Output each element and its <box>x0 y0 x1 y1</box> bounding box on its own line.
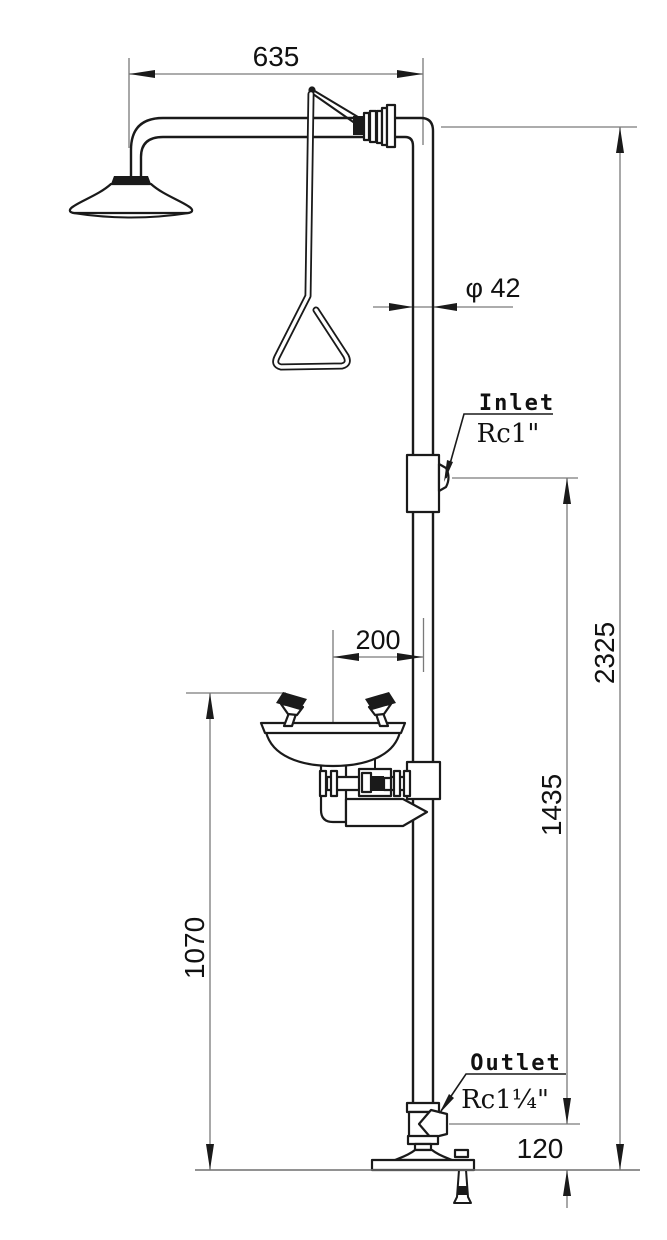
shower-head <box>68 176 194 219</box>
eyewash-bowl <box>264 730 402 768</box>
eyewash-bowl-rim <box>259 721 407 735</box>
shower-head-cap <box>111 176 151 184</box>
valve-flange <box>385 103 397 149</box>
dim-bowl-offset-200: 200 <box>332 618 425 766</box>
standpipe-and-arm <box>129 116 435 1106</box>
dim-outlet-ground-120: 120 <box>517 1133 571 1208</box>
anchor-bolt-head <box>453 1148 470 1159</box>
pipe-tee <box>405 760 442 801</box>
pipe-inner-edge <box>139 135 415 1106</box>
dim-635-text: 635 <box>253 41 300 72</box>
dim-overall-height-2325: 2325 <box>441 126 637 1170</box>
valve-lever-arm <box>312 89 364 121</box>
dim-pipe-diameter-42: φ 42 <box>373 273 521 311</box>
spray-head-cap-right <box>365 692 396 710</box>
dim-120-text: 120 <box>517 1133 564 1164</box>
pipe-union <box>329 769 339 798</box>
pipe-union <box>318 769 328 798</box>
anchor-bolt-shaft <box>453 1169 472 1204</box>
inlet-callout: Inlet Rc1" <box>444 391 555 482</box>
inlet-fitting <box>405 453 450 514</box>
eyewash-outlet-duct <box>344 797 429 828</box>
dim-1435-text: 1435 <box>536 774 567 836</box>
base-flare <box>393 1148 454 1162</box>
eyewash-assembly <box>259 692 442 828</box>
valve-ring <box>362 111 371 142</box>
eyewash-valve-detail <box>382 776 393 792</box>
pipe-union <box>402 769 412 798</box>
eyewash-valve-core <box>371 776 384 791</box>
anchor-bolt-band <box>458 1186 467 1195</box>
arm-valve <box>308 86 397 149</box>
pipe-outer-edge <box>129 116 435 1106</box>
outlet-lower-band <box>406 1134 440 1146</box>
shower-head-rim <box>72 212 190 219</box>
dim-2325-text: 2325 <box>589 622 620 684</box>
inlet-label: Inlet <box>479 391 555 416</box>
outlet-callout: Outlet Rc1¼" <box>439 1051 566 1115</box>
shower-head-bell <box>68 182 194 215</box>
base-flange-plate <box>370 1158 476 1172</box>
dim-200-text: 200 <box>355 625 400 655</box>
dim-phi42-text: φ 42 <box>465 273 520 303</box>
pipe-union <box>392 769 402 798</box>
dim-arm-width-635: 635 <box>128 41 424 148</box>
outlet-thread-spec: Rc1¼" <box>461 1085 549 1115</box>
dim-inlet-outlet-1435: 1435 <box>449 477 580 1125</box>
pull-rod-and-handle <box>272 90 351 371</box>
dim-1070-text: 1070 <box>179 917 210 979</box>
inlet-coupling <box>405 453 441 514</box>
inlet-thread-spec: Rc1" <box>477 419 540 449</box>
outlet-label: Outlet <box>470 1051 561 1076</box>
valve-ring <box>368 109 378 144</box>
valve-lever-arm <box>312 93 360 127</box>
eyewash-valve-detail <box>360 771 373 794</box>
spray-head-cap-left <box>276 692 307 710</box>
dim-eyewash-height-1070: 1070 <box>179 692 286 1170</box>
outlet-and-base <box>370 1101 476 1204</box>
